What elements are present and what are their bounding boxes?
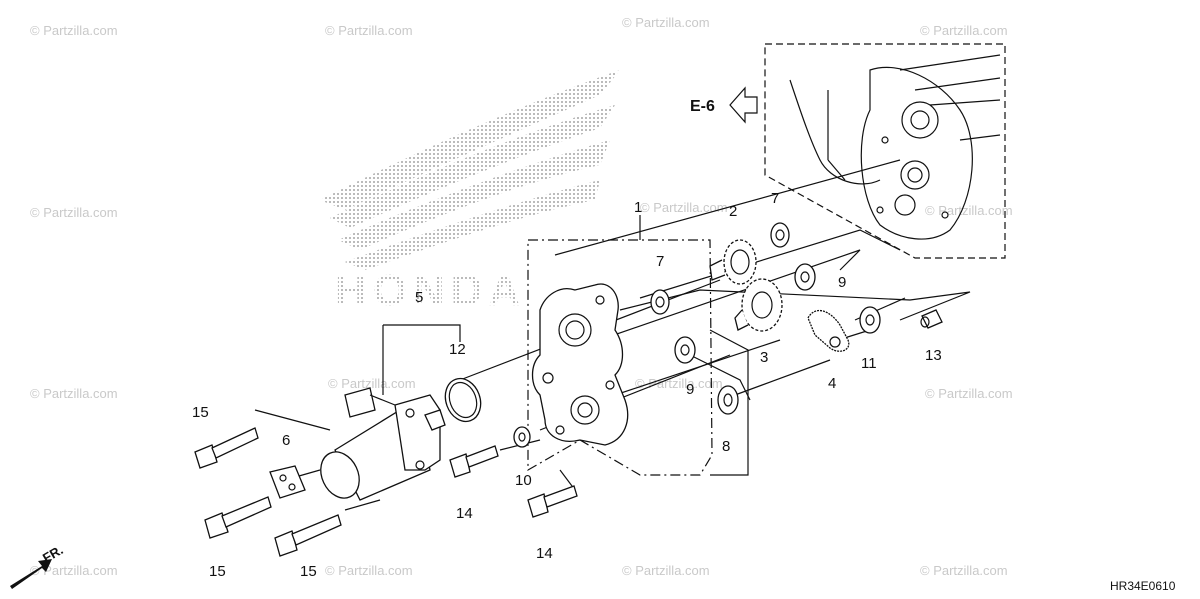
shift-motor-part [320, 387, 446, 501]
watermark: © Partzilla.com [622, 15, 710, 30]
callout-7: 7 [656, 253, 664, 270]
washer-part [513, 426, 531, 448]
callout-9: 9 [686, 381, 694, 398]
reference-label: E-6 [690, 98, 715, 115]
shift-arm-part [807, 309, 850, 352]
watermark: © Partzilla.com [30, 563, 118, 578]
watermark: © Partzilla.com [30, 205, 118, 220]
bearing-part [650, 289, 670, 315]
callout-15: 15 [209, 563, 226, 580]
callout-2: 2 [729, 203, 737, 220]
callout-3: 3 [760, 349, 768, 366]
collar-part [920, 309, 943, 329]
crankcase-sketch [789, 54, 1001, 240]
gear-part [709, 239, 757, 285]
callout-9: 9 [838, 274, 846, 291]
callout-8: 8 [722, 438, 730, 455]
callout-14: 14 [456, 505, 473, 522]
watermark: © Partzilla.com [635, 376, 723, 391]
bearing-part [674, 336, 696, 364]
watermark: © Partzilla.com [30, 386, 118, 401]
callout-15: 15 [300, 563, 317, 580]
honda-logo-text: HONDA [335, 266, 526, 315]
bolt-part [449, 445, 499, 478]
reference-arrow-e6: E-6 [690, 86, 758, 124]
setting-plate-part [269, 465, 306, 499]
cover-part [531, 283, 629, 446]
honda-wing-logo: HONDA [320, 70, 620, 315]
watermark: © Partzilla.com [640, 200, 728, 215]
o-ring-part [444, 377, 482, 423]
watermark: © Partzilla.com [920, 563, 1008, 578]
gear-part [734, 278, 783, 332]
watermark: © Partzilla.com [925, 386, 1013, 401]
callout-1: 1 [634, 199, 642, 216]
bearing-part [794, 263, 816, 291]
callout-6: 6 [282, 432, 290, 449]
callout-15: 15 [192, 404, 209, 421]
reference-box [764, 43, 1006, 259]
watermarks: © Partzilla.com © Partzilla.com © Partzi… [30, 15, 1013, 578]
watermark: © Partzilla.com [325, 23, 413, 38]
bearing-part [859, 306, 881, 334]
callouts: 1 2 3 4 5 6 7 7 8 9 9 10 11 12 13 14 14 … [192, 190, 942, 580]
watermark: © Partzilla.com [622, 563, 710, 578]
callout-7: 7 [771, 190, 779, 207]
bearing-part [770, 222, 790, 248]
bolt-part [194, 427, 259, 469]
watermark: © Partzilla.com [920, 23, 1008, 38]
callout-14: 14 [536, 545, 553, 562]
callout-10: 10 [515, 472, 532, 489]
bolt-part [204, 496, 272, 539]
watermark: © Partzilla.com [925, 203, 1013, 218]
bolt-part [527, 485, 578, 518]
callout-4: 4 [828, 375, 836, 392]
callout-12: 12 [449, 341, 466, 358]
watermark: © Partzilla.com [325, 563, 413, 578]
callout-5: 5 [415, 289, 423, 306]
bearing-part [717, 385, 739, 415]
watermark: © Partzilla.com [30, 23, 118, 38]
watermark: © Partzilla.com [328, 376, 416, 391]
callout-11: 11 [861, 355, 877, 372]
bolt-part [274, 514, 342, 557]
diagram-code: HR34E0610 [1110, 579, 1176, 593]
callout-13: 13 [925, 347, 942, 364]
